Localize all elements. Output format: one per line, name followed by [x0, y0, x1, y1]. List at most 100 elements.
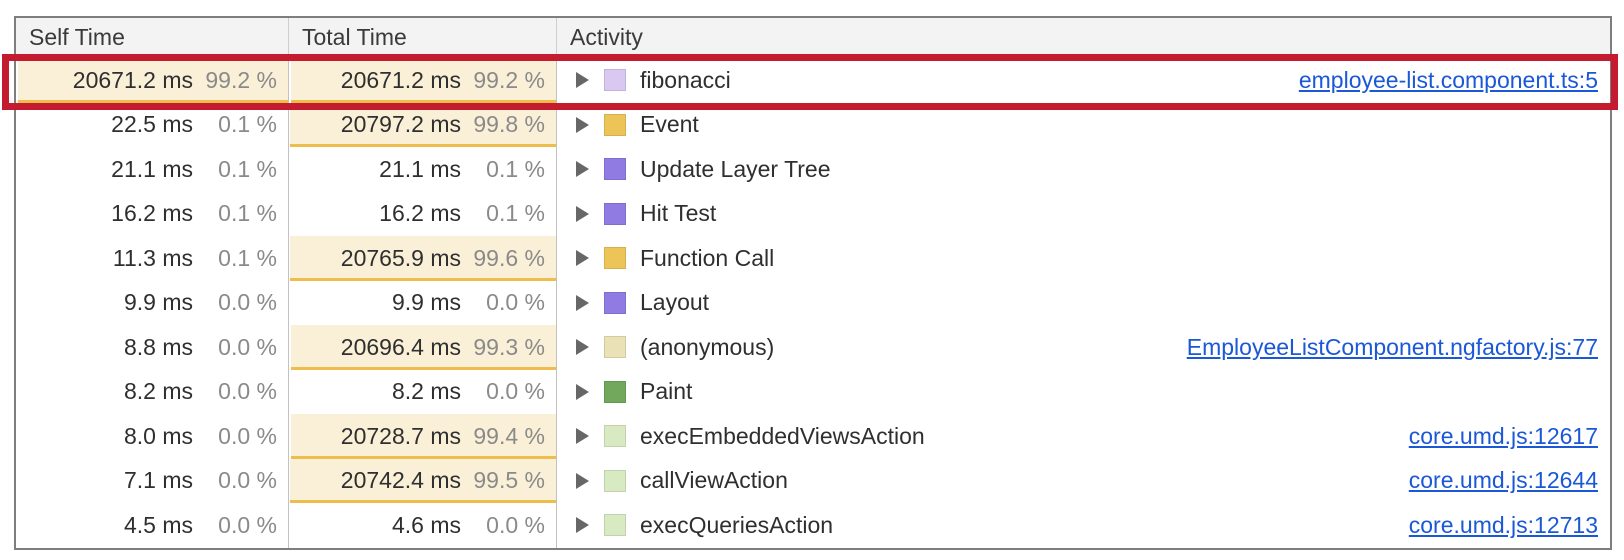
percentage-bar [290, 458, 556, 503]
table-header-row: Self Time Total Time Activity [16, 18, 1610, 58]
activity-label: Function Call [640, 244, 775, 271]
total-time-value: 20671.2 ms [340, 66, 461, 93]
rendering-swatch-icon [604, 202, 626, 225]
activity-cell: Paint [557, 370, 1610, 415]
source-location-link[interactable]: core.umd.js:12644 [1408, 467, 1598, 494]
activity-cell: Hit Test [557, 192, 1610, 237]
self-time-value: 8.8 ms [123, 333, 193, 360]
percentage-bar [18, 58, 288, 103]
source-location-link[interactable]: core.umd.js:12617 [1408, 422, 1598, 449]
js-frame-swatch-icon [604, 469, 626, 492]
self-time-percent: 0.1 % [218, 111, 277, 138]
painting-swatch-icon [604, 380, 626, 403]
self-time-value: 7.1 ms [123, 467, 193, 494]
total-time-percent: 99.6 % [473, 244, 545, 271]
total-time-value: 20696.4 ms [340, 333, 461, 360]
total-time-value: 20797.2 ms [340, 111, 461, 138]
self-time-cell: 8.8 ms 0.0 % [16, 325, 289, 370]
percentage-bar [290, 325, 556, 370]
activity-label: Update Layer Tree [640, 155, 831, 182]
js-frame-swatch-icon [604, 69, 626, 92]
expand-arrow-icon[interactable] [576, 161, 589, 178]
column-header-label: Self Time [29, 24, 125, 50]
self-time-value: 22.5 ms [111, 111, 193, 138]
self-time-value: 16.2 ms [111, 200, 193, 227]
self-time-value: 8.0 ms [123, 422, 193, 449]
expand-arrow-icon[interactable] [576, 383, 589, 400]
total-time-value: 20765.9 ms [340, 244, 461, 271]
rendering-swatch-icon [604, 158, 626, 181]
expand-arrow-icon[interactable] [576, 517, 589, 534]
expand-arrow-icon[interactable] [576, 472, 589, 489]
self-time-value: 21.1 ms [111, 155, 193, 182]
column-header-activity[interactable]: Activity [557, 18, 1610, 57]
total-time-percent: 0.0 % [486, 289, 545, 316]
column-header-label: Total Time [302, 24, 407, 50]
js-frame-swatch-icon [604, 336, 626, 359]
total-time-percent: 0.0 % [486, 378, 545, 405]
activity-cell: execEmbeddedViewsAction core.umd.js:12617 [557, 414, 1610, 459]
activity-cell: Function Call [557, 236, 1610, 281]
percentage-bar [290, 414, 556, 459]
activity-label: callViewAction [640, 467, 788, 494]
total-time-value: 21.1 ms [379, 155, 461, 182]
self-time-percent: 0.0 % [218, 378, 277, 405]
activity-label: Layout [640, 289, 710, 316]
js-frame-swatch-icon [604, 514, 626, 537]
self-time-value: 4.5 ms [123, 511, 193, 538]
total-time-cell: 20765.9 ms 99.6 % [289, 236, 557, 281]
js-frame-swatch-icon [604, 425, 626, 448]
self-time-percent: 0.0 % [218, 333, 277, 360]
total-time-percent: 99.8 % [473, 111, 545, 138]
bottom-up-profile-table: Self Time Total Time Activity 20671.2 ms… [14, 16, 1612, 550]
total-time-value: 20728.7 ms [340, 422, 461, 449]
column-header-total-time[interactable]: Total Time [289, 18, 557, 57]
table-row[interactable]: 22.5 ms 0.1 % 20797.2 ms 99.8 % Event [16, 102, 1610, 148]
source-location-link[interactable]: EmployeeListComponent.ngfactory.js:77 [1186, 333, 1598, 360]
total-time-value: 4.6 ms [391, 511, 461, 538]
source-location-link[interactable]: core.umd.js:12713 [1408, 511, 1598, 538]
activity-label: Paint [640, 378, 693, 405]
expand-arrow-icon[interactable] [576, 428, 589, 445]
total-time-percent: 0.1 % [486, 200, 545, 227]
activity-label: execEmbeddedViewsAction [640, 422, 925, 449]
expand-arrow-icon[interactable] [576, 205, 589, 222]
source-location-link[interactable]: employee-list.component.ts:5 [1298, 66, 1598, 93]
total-time-percent: 99.3 % [473, 333, 545, 360]
expand-arrow-icon[interactable] [576, 250, 589, 267]
column-header-label: Activity [570, 24, 643, 50]
self-time-cell: 16.2 ms 0.1 % [16, 191, 289, 236]
expand-arrow-icon[interactable] [576, 116, 589, 133]
self-time-percent: 99.2 % [205, 66, 277, 93]
expand-arrow-icon[interactable] [576, 72, 589, 89]
total-time-percent: 0.0 % [486, 511, 545, 538]
expand-arrow-icon[interactable] [576, 339, 589, 356]
rendering-swatch-icon [604, 291, 626, 314]
total-time-percent: 99.5 % [473, 467, 545, 494]
self-time-percent: 0.0 % [218, 289, 277, 316]
self-time-percent: 0.1 % [218, 200, 277, 227]
activity-cell: Event [557, 103, 1610, 148]
self-time-percent: 0.1 % [218, 244, 277, 271]
expand-arrow-icon[interactable] [576, 294, 589, 311]
column-header-self-time[interactable]: Self Time [16, 18, 289, 57]
percentage-bar [290, 236, 556, 281]
